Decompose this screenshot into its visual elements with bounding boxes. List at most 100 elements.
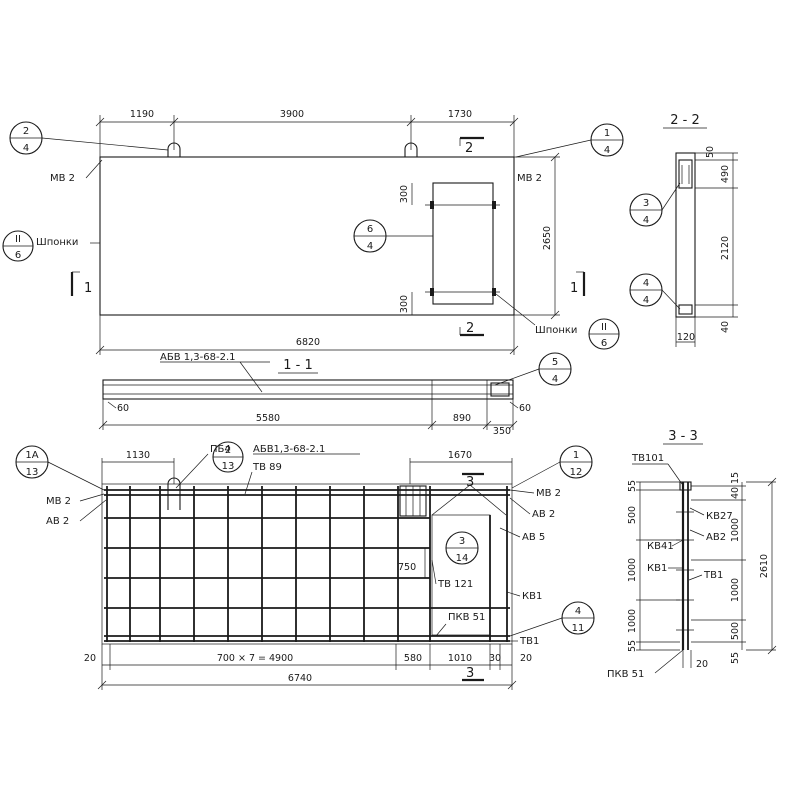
plan-panel-outline [99,156,515,316]
dim-tick [509,117,519,127]
label-pkv51: ПКВ 51 [448,612,485,623]
dim-text: 60 [117,403,129,414]
opening-zone [431,514,491,636]
leader-line [85,159,103,179]
section-title: 1 - 1 [283,358,313,373]
label-av2: АВ2 [706,532,726,543]
key-mark [492,201,496,209]
dim-tick [550,152,560,162]
svg-text:2: 2 [23,126,29,137]
dim-text: 1670 [448,450,472,461]
section-3-3: 3 - 3 55 500 1000 1000 55 15 40 1000 10 [607,429,777,680]
svg-text:13: 13 [26,467,39,478]
dim-text: 30 [489,653,501,664]
dim-text: 40 [720,321,731,333]
dim-text: 20 [696,659,708,670]
svg-text:1: 1 [84,281,92,296]
callout-5-4: 5 4 [494,352,572,386]
dim-text: 500 [730,622,741,640]
svg-text:4: 4 [552,374,558,385]
key-mark [430,288,434,296]
callout-key-left: II 6 [2,230,34,262]
callout-4-11: 4 11 [509,601,595,637]
svg-text:4: 4 [604,145,610,156]
svg-text:6: 6 [601,338,607,349]
dim-text: 20 [84,653,96,664]
dim-tick [406,117,416,127]
key-mark [492,288,496,296]
dim-text: 55 [730,652,741,664]
label-tv89: ТВ 89 [252,462,282,473]
label-kv27: КВ27 [706,511,733,522]
reinforcement-view: 1130 1670 ПБ4 АБВ1,3-68-2.1 ТВ 89 2 13 1… [15,441,595,690]
reinforcement-outline [101,483,513,645]
svg-text:4: 4 [643,215,649,226]
label-mv-right: МВ 2 [536,488,561,499]
svg-text:4: 4 [575,606,581,617]
dim-tick [169,117,179,127]
callout-1a-13: 1А 13 [15,445,105,491]
svg-text:2: 2 [466,321,474,336]
dim-tick [95,117,105,127]
section-title: 2 - 2 [670,113,700,128]
dim-text: 580 [404,653,422,664]
dim-text: 6740 [288,673,312,684]
dim-text: 15 [730,472,741,484]
dim-tick [95,345,105,355]
dim-text: 20 [520,653,532,664]
callout-1-4: 1 4 [515,123,624,158]
dim-text: 490 [720,165,731,183]
svg-text:11: 11 [572,623,585,634]
svg-text:3: 3 [466,666,474,681]
callout-6-4: 6 4 [353,219,433,253]
dim-text: 6820 [296,337,320,348]
label-keys-left: Шпонки [36,237,78,248]
dim-text: 3900 [280,109,304,120]
svg-text:14: 14 [456,553,469,564]
dim-text: 350 [493,426,511,437]
dim-text: 1130 [126,450,150,461]
svg-text:6: 6 [367,224,373,235]
callout-2-4: 2 4 [9,121,169,155]
callout-1-12: 1 12 [511,445,593,489]
callout-2-13: 2 13 [212,441,244,473]
dim-text: 2120 [720,236,731,260]
key-mark [430,201,434,209]
svg-text:1: 1 [573,450,579,461]
svg-text:12: 12 [570,467,583,478]
callout-4-4: 4 4 [629,273,681,310]
label-kv1: КВ1 [522,591,542,602]
dim-text: 1730 [448,109,472,120]
dim-text: 5580 [256,413,280,424]
svg-text:5: 5 [552,357,558,368]
svg-text:4: 4 [643,295,649,306]
svg-text:1: 1 [570,281,578,296]
dim-text: 1010 [448,653,472,664]
cut-mark-1-right: 1 [570,271,586,296]
dim-text: 1000 [627,609,638,633]
section-1-1: 1 - 1 АБВ 1,3-68-2.1 5 4 5580 890 35 [98,352,572,437]
callout-3-4: 3 4 [629,182,681,227]
svg-text:4: 4 [23,143,29,154]
label-av-right: АВ 2 [532,509,555,520]
label-pb4: ПБ4 [210,444,231,455]
dim-text: 2650 [542,226,553,250]
dim-text: 1000 [730,518,741,542]
label-mv-right: МВ 2 [517,173,542,184]
dim-text: 2610 [759,554,770,578]
callout-3-14: 3 14 [445,531,479,565]
section-title: 3 - 3 [668,429,698,444]
label-tv121: ТВ 121 [437,579,473,590]
dim-tick [550,310,560,320]
svg-text:3: 3 [466,475,474,490]
label-keys-right: Шпонки [535,325,577,336]
dim-text: 40 [730,487,741,499]
label-av-left: АВ 2 [46,516,69,527]
dim-text: 700 × 7 = 4900 [217,653,293,664]
dim-tick [509,345,519,355]
svg-text:1: 1 [604,128,610,139]
svg-text:3: 3 [459,536,465,547]
svg-text:1А: 1А [25,450,38,461]
label-tv1: ТВ1 [703,570,723,581]
